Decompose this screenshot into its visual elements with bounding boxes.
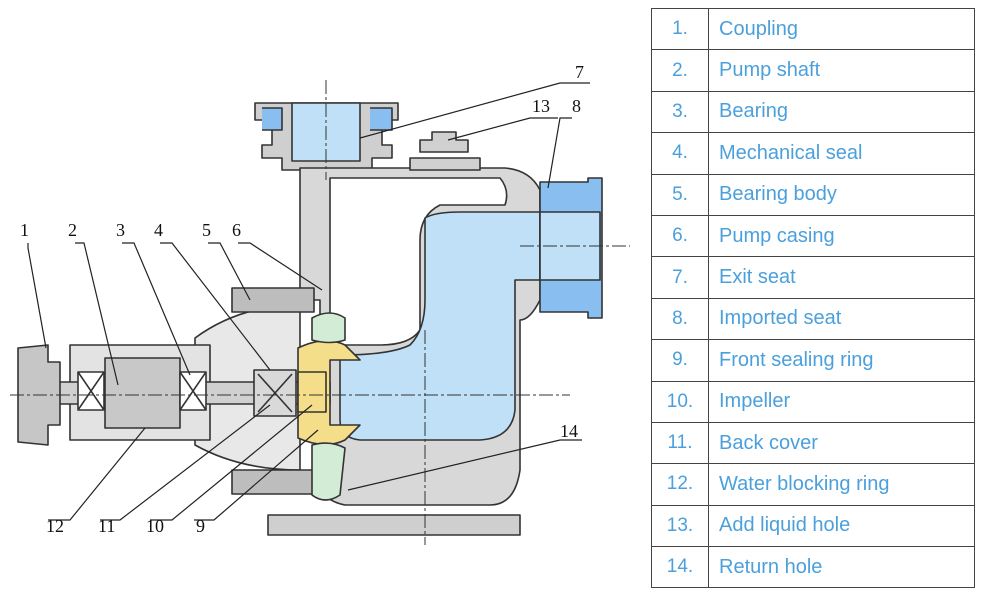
water-blocking-ring [104, 357, 181, 429]
leader-13 [447, 117, 558, 141]
table-row: 9.Front sealing ring [651, 339, 975, 382]
pump-cross-section-diagram: 1 2 3 4 5 6 7 8 9 10 11 12 13 14 [10, 62, 630, 545]
callout-10: 10 [146, 516, 164, 536]
callout-2: 2 [68, 220, 77, 240]
part-number: 11. [651, 421, 709, 465]
table-row: 3.Bearing [651, 90, 975, 134]
part-name: Mechanical seal [708, 132, 975, 175]
callout-12: 12 [46, 516, 64, 536]
part-number: 7. [651, 256, 709, 299]
callout-4: 4 [154, 220, 163, 240]
leader-1 [27, 243, 47, 349]
table-row: 5.Bearing body [651, 173, 975, 216]
part-number: 9. [651, 339, 709, 382]
leader-11 [100, 404, 271, 521]
leader-7 [359, 82, 590, 139]
part-name: Exit seat [708, 256, 975, 299]
part-name: Pump casing [708, 214, 975, 258]
part-number: 14. [651, 546, 709, 589]
table-row: 7.Exit seat [651, 256, 975, 299]
callout-13: 13 [532, 96, 550, 116]
bearing-right [179, 371, 207, 411]
part-number: 13. [651, 504, 709, 548]
part-name: Water blocking ring [708, 463, 975, 506]
casing-inner-cavity [329, 177, 508, 346]
mechanical-seal-hatch [257, 373, 293, 413]
bearing-left [77, 371, 105, 411]
exit-seat-bolt-left [262, 107, 283, 131]
leader-10 [150, 404, 313, 521]
callout-7: 7 [575, 62, 584, 82]
part-name: Impeller [708, 380, 975, 423]
callout-8: 8 [572, 96, 581, 116]
table-row: 1.Coupling [651, 7, 975, 51]
part-number: 8. [651, 297, 709, 341]
plug-base [409, 157, 481, 171]
table-row: 4.Mechanical seal [651, 132, 975, 175]
pump-base [267, 514, 521, 536]
leader-2 [75, 242, 119, 386]
callout-3: 3 [116, 220, 125, 240]
part-number: 12. [651, 463, 709, 506]
part-name: Bearing [708, 90, 975, 134]
back-cover-bottom-rib [231, 469, 315, 495]
exit-seat-bolt-right [370, 107, 393, 131]
table-row: 10.Impeller [651, 380, 975, 423]
parts-legend-table: 1.Coupling 2.Pump shaft 3.Bearing 4.Mech… [651, 7, 975, 589]
part-number: 4. [651, 132, 709, 175]
front-sealing-ring-bottom [311, 442, 346, 501]
part-name: Add liquid hole [708, 504, 975, 548]
table-row: 13.Add liquid hole [651, 504, 975, 548]
part-name: Pump shaft [708, 49, 975, 92]
leader-6 [238, 242, 323, 291]
part-number: 1. [651, 7, 709, 51]
bearing-body-top-rib [231, 287, 315, 313]
part-name: Bearing body [708, 173, 975, 216]
part-number: 6. [651, 214, 709, 258]
leader-4 [160, 242, 271, 371]
leader-3 [122, 242, 191, 376]
add-liquid-hole-plug [419, 131, 469, 153]
part-number: 2. [651, 49, 709, 92]
leader-14 [347, 439, 582, 491]
table-row: 11.Back cover [651, 421, 975, 465]
part-name: Back cover [708, 421, 975, 465]
impeller-hub [297, 371, 327, 413]
table-row: 12.Water blocking ring [651, 463, 975, 506]
leader-9 [194, 429, 319, 521]
callout-6: 6 [232, 220, 241, 240]
table-row: 2.Pump shaft [651, 49, 975, 92]
callout-14: 14 [560, 421, 578, 441]
callout-5: 5 [202, 220, 211, 240]
callout-1: 1 [20, 220, 29, 240]
part-name: Coupling [708, 7, 975, 51]
table-row: 6.Pump casing [651, 214, 975, 258]
callout-11: 11 [98, 516, 115, 536]
callout-9: 9 [196, 516, 205, 536]
leader-12 [48, 427, 146, 521]
part-number: 3. [651, 90, 709, 134]
part-name: Imported seat [708, 297, 975, 341]
part-number: 10. [651, 380, 709, 423]
part-number: 5. [651, 173, 709, 216]
part-name: Front sealing ring [708, 339, 975, 382]
leader-5 [208, 242, 251, 301]
front-sealing-ring-top [311, 312, 346, 344]
table-row: 8.Imported seat [651, 297, 975, 341]
leader-8 [547, 117, 572, 189]
table-row: 14.Return hole [651, 546, 975, 589]
part-name: Return hole [708, 546, 975, 589]
